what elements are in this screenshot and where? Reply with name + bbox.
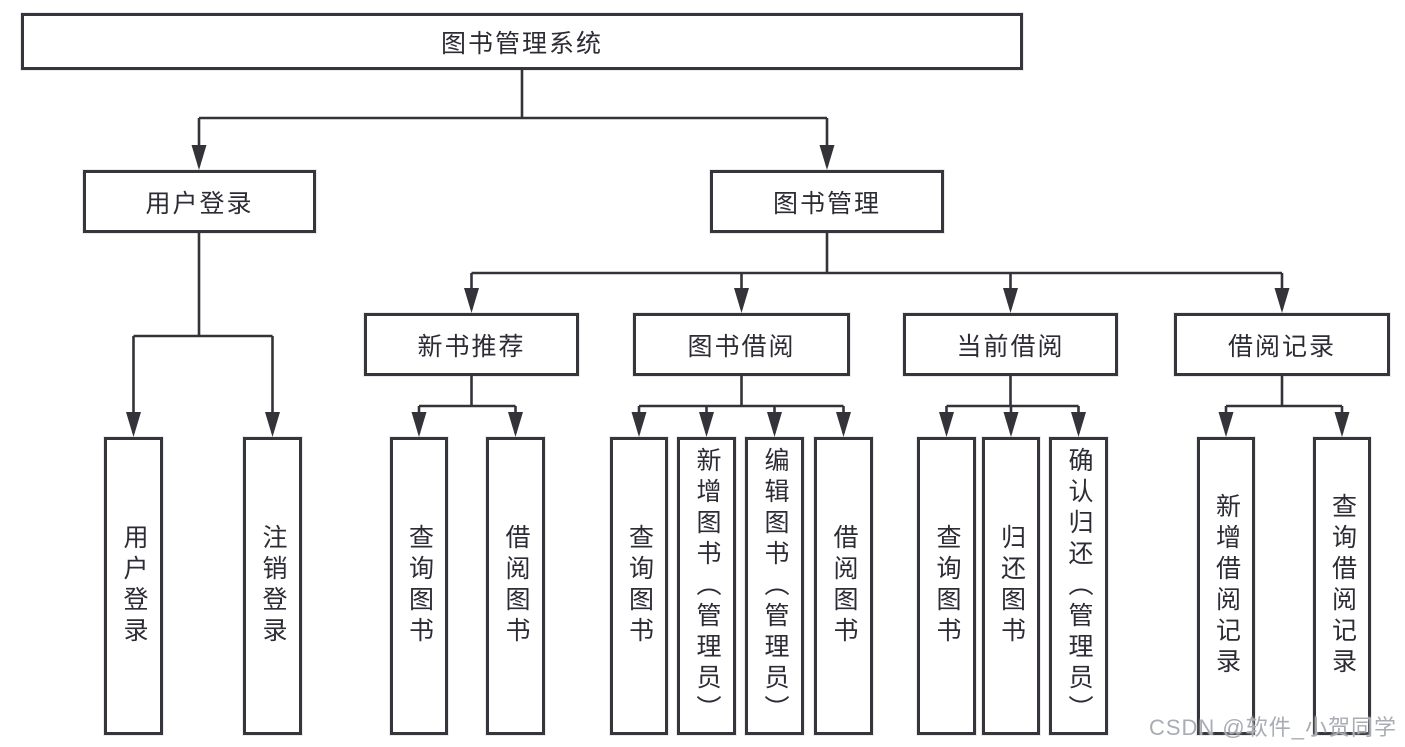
- node-label: 用户登录: [120, 524, 148, 648]
- node-borrow-records: 借阅记录: [1174, 313, 1390, 376]
- node-label: 查询借阅记录: [1328, 493, 1357, 679]
- node-book-borrow: 图书借阅: [633, 313, 850, 376]
- leaf-borrow-books-recommend: 借阅图书: [486, 437, 545, 735]
- node-label: 图书借阅: [687, 332, 796, 361]
- leaf-query-borrow-record: 查询借阅记录: [1313, 437, 1371, 735]
- node-current-borrow: 当前借阅: [903, 313, 1118, 376]
- node-label: 查询图书: [405, 524, 434, 648]
- leaf-query-books-recommend: 查询图书: [390, 437, 448, 735]
- node-label: 注销登录: [259, 524, 287, 648]
- node-new-book-recommend: 新书推荐: [364, 313, 579, 376]
- leaf-add-borrow-record: 新增借阅记录: [1197, 437, 1255, 735]
- node-label: 图书管理: [772, 189, 881, 218]
- node-label: 查询图书: [625, 524, 654, 648]
- node-label: 新增借阅记录: [1212, 493, 1241, 679]
- leaf-return-books: 归还图书: [982, 437, 1040, 735]
- node-label: 查询图书: [933, 524, 961, 648]
- node-library-management-system: 图书管理系统: [21, 13, 1023, 70]
- node-label: 新书推荐: [417, 332, 526, 361]
- node-label: 借阅图书: [830, 524, 858, 648]
- node-label: 归还图书: [997, 524, 1026, 648]
- node-label: 编辑图书（管理员）: [761, 446, 789, 726]
- leaf-query-books-current: 查询图书: [917, 437, 976, 735]
- leaf-borrow-books: 借阅图书: [814, 437, 873, 735]
- node-label: 当前借阅: [956, 332, 1065, 361]
- node-label: 确认归还（管理员）: [1065, 446, 1093, 726]
- node-label: 图书管理系统: [440, 29, 603, 58]
- node-label: 用户登录: [145, 189, 254, 218]
- node-book-management: 图书管理: [710, 170, 944, 233]
- leaf-query-books-borrow: 查询图书: [610, 437, 668, 735]
- leaf-add-books-admin: 新增图书（管理员）: [677, 437, 736, 735]
- csdn-watermark: CSDN @软件_小贺同学: [1148, 715, 1397, 740]
- node-label: 新增图书（管理员）: [693, 446, 721, 726]
- node-user-login: 用户登录: [83, 170, 316, 233]
- node-label: 借阅记录: [1227, 332, 1336, 361]
- leaf-confirm-return-admin: 确认归还（管理员）: [1049, 437, 1108, 735]
- leaf-edit-books-admin: 编辑图书（管理员）: [745, 437, 804, 735]
- leaf-user-login: 用户登录: [104, 437, 163, 735]
- node-label: 借阅图书: [502, 524, 530, 648]
- leaf-logout: 注销登录: [243, 437, 302, 735]
